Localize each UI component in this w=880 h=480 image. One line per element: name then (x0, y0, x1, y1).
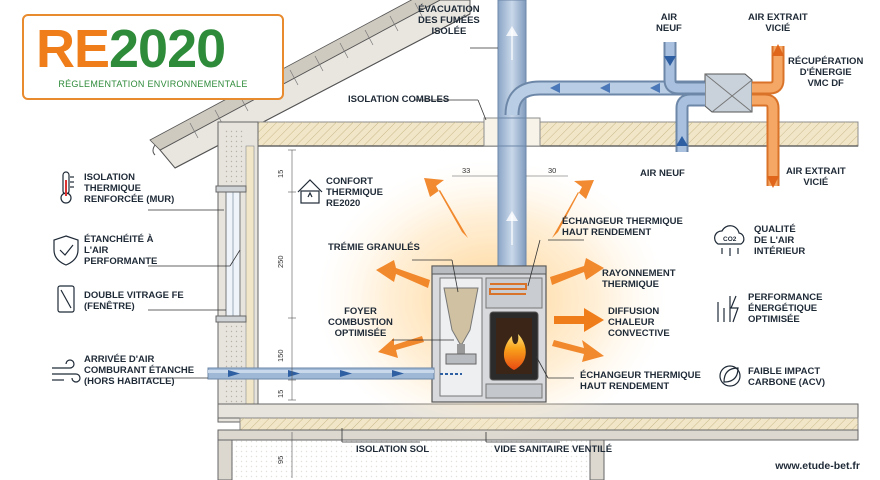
label-isolation-combles: ISOLATION COMBLES (348, 94, 450, 105)
window-icon (57, 285, 75, 313)
co2-icon-text: CO2 (723, 236, 737, 243)
logo-title: RE2020 (36, 19, 226, 79)
shield-check-icon (53, 235, 79, 266)
dim-15-top: 15 (276, 169, 285, 178)
energy-performance-icon (717, 295, 739, 323)
dim-250: 250 (276, 255, 285, 268)
label-evacuation-fumees: ÉVACUATION DES FUMÉES ISOLÉE (418, 4, 480, 37)
label-air-neuf-bottom: AIR NEUF (640, 168, 685, 179)
combustion-air-duct (207, 367, 462, 380)
pellet-stove (431, 265, 547, 403)
label-diffusion: DIFFUSION CHALEUR CONVECTIVE (608, 306, 670, 339)
label-recuperation-vmc: RÉCUPÉRATION D'ÉNERGIE VMC DF (788, 56, 864, 89)
label-etancheite-air: ÉTANCHÉITÉ À L'AIR PERFORMANTE (84, 234, 158, 267)
flue-pipe (483, 0, 541, 269)
label-confort-thermique: CONFORT THERMIQUE RE2020 (326, 176, 383, 209)
dim-30: 30 (548, 166, 557, 175)
dim-95: 95 (276, 455, 285, 464)
leader-lines (148, 47, 584, 443)
re2020-logo: RE2020 RÉGLEMENTATION ENVIRONNEMENTALE (22, 14, 284, 100)
label-isolation-sol: ISOLATION SOL (356, 444, 430, 455)
label-echangeur-top: ÉCHANGEUR THERMIQUE HAUT RENDEMENT (562, 216, 683, 238)
footer-url[interactable]: www.etude-bet.fr (775, 460, 860, 472)
house-icon (297, 179, 323, 204)
thermometer-icon (60, 171, 74, 204)
label-tremie-granules: TRÉMIE GRANULÉS (328, 242, 420, 253)
label-arrivee-air: ARRIVÉE D'AIR COMBURANT ÉTANCHE (HORS HA… (84, 354, 195, 387)
label-isolation-mur: ISOLATION THERMIQUE RENFORCÉE (MUR) (84, 172, 175, 205)
leaf-carbon-icon (719, 365, 741, 387)
label-foyer: FOYER COMBUSTION OPTIMISÉE (328, 306, 393, 339)
label-rayonnement: RAYONNEMENT THERMIQUE (602, 268, 676, 290)
dimension-lines (288, 149, 568, 478)
label-performance: PERFORMANCE ÉNERGÉTIQUE OPTIMISÉE (748, 292, 823, 325)
label-qualite-air: QUALITÉ DE L'AIR INTÉRIEUR (754, 224, 806, 257)
label-double-vitrage: DOUBLE VITRAGE FE (FENÊTRE) (84, 290, 184, 312)
label-faible-impact: FAIBLE IMPACT CARBONE (ACV) (748, 366, 826, 388)
label-vide-sanitaire: VIDE SANITAIRE VENTILÉ (494, 444, 613, 455)
label-air-extrait-vicie-top: AIR EXTRAIT VICIÉ (748, 12, 808, 34)
dim-150: 150 (276, 349, 285, 362)
logo-subtitle: RÉGLEMENTATION ENVIRONNEMENTALE (58, 79, 248, 89)
label-echangeur-bottom: ÉCHANGEUR THERMIQUE HAUT RENDEMENT (580, 370, 701, 392)
heat-arrows (376, 178, 604, 362)
cloud-co2-icon (714, 225, 745, 256)
label-air-neuf-top: AIR NEUF (656, 12, 682, 34)
vmc-ducts (504, 42, 785, 188)
label-air-extrait-vicie-bottom: AIR EXTRAIT VICIÉ (786, 166, 846, 188)
dim-33: 33 (462, 166, 471, 175)
wind-icon (52, 359, 81, 383)
dim-15-bottom: 15 (276, 389, 285, 398)
